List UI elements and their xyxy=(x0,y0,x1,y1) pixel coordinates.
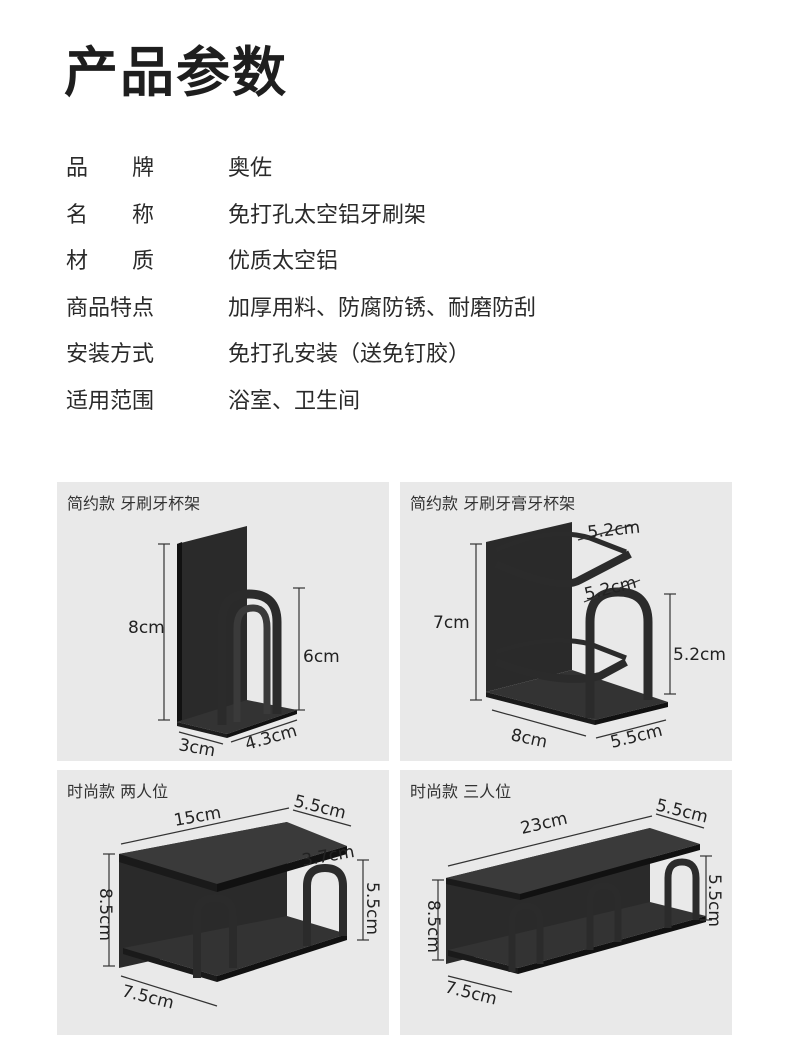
hook-right xyxy=(664,858,700,928)
panel-title: 简约款 牙刷牙杯架 xyxy=(67,494,201,513)
dim-depth: 7.5cm xyxy=(120,981,176,1013)
dim-depth: 7.5cm xyxy=(443,977,499,1009)
dim-height: 7cm xyxy=(433,613,470,633)
spec-value: 免打孔安装（送免钉胶） xyxy=(228,342,471,368)
dim-length: 15cm xyxy=(172,803,222,831)
spec-row-scope: 适用范围 浴室、卫生间 xyxy=(66,376,726,423)
dim-depth: 3cm xyxy=(177,735,217,761)
product-panel-two-person: 8.5cm 5.5cm 15cm 5.5cm 3.7cm 7.5cm 时尚款 两… xyxy=(57,770,389,1035)
hook xyxy=(585,587,653,718)
top-shelf xyxy=(119,822,347,884)
product-illustration-three-person: 8.5cm 5.5cm 23cm 5.5cm 7.5cm xyxy=(423,795,724,1009)
spec-value: 免打孔太空铝牙刷架 xyxy=(228,202,427,228)
dim-length: 23cm xyxy=(519,809,570,839)
product-panel-simple-paste: 7cm 5.2cm 8cm 5.5cm 5.2cm 5.2cm 简约款 牙刷牙膏… xyxy=(400,482,732,761)
spec-row-install: 安装方式 免打孔安装（送免钉胶） xyxy=(66,329,726,376)
dim-top-width: 5.5cm xyxy=(654,795,710,827)
spec-label: 品 牌 xyxy=(66,156,155,182)
spec-row-material: 材 质 优质太空铝 xyxy=(66,236,726,283)
panel-title: 简约款 牙刷牙膏牙杯架 xyxy=(410,494,576,513)
hook-middle xyxy=(586,882,622,950)
dim-top-width: 5.2cm xyxy=(586,518,641,543)
spec-row-features: 商品特点 加厚用料、防腐防锈、耐磨防刮 xyxy=(66,283,726,330)
dim-height: 8.5cm xyxy=(423,900,443,953)
spec-label: 适用范围 xyxy=(66,388,155,414)
dim-hook-height: 5.5cm xyxy=(362,882,382,935)
spec-value: 奥佐 xyxy=(228,156,273,182)
dim-hook-height: 5.2cm xyxy=(673,645,726,665)
top-holder xyxy=(494,550,632,588)
spec-label: 安装方式 xyxy=(66,342,155,368)
dim-top-width: 5.5cm xyxy=(292,791,348,823)
spec-value: 优质太空铝 xyxy=(228,249,339,275)
dim-height: 8cm xyxy=(128,618,165,638)
spec-value: 浴室、卫生间 xyxy=(228,388,361,414)
panel-title: 时尚款 两人位 xyxy=(67,782,169,801)
product-illustration-two-person: 8.5cm 5.5cm 15cm 5.5cm 3.7cm 7.5cm xyxy=(95,791,382,1013)
base-plate xyxy=(486,670,668,720)
hook-left xyxy=(193,893,237,978)
spec-label: 商品特点 xyxy=(66,295,155,321)
dim-hook-height: 6cm xyxy=(303,647,340,667)
spec-row-brand: 品 牌 奥佐 xyxy=(66,143,726,190)
product-panel-three-person: 8.5cm 5.5cm 23cm 5.5cm 7.5cm 时尚款 三人位 xyxy=(400,770,732,1035)
hook-right xyxy=(303,863,347,946)
spec-label: 名 称 xyxy=(66,202,155,228)
page-title: 产品参数 xyxy=(64,41,288,104)
dim-depth: 8cm xyxy=(509,725,549,752)
hook xyxy=(217,589,282,725)
dim-height: 8.5cm xyxy=(95,888,115,941)
dim-width: 5.5cm xyxy=(608,721,664,753)
panel-title: 时尚款 三人位 xyxy=(410,782,512,801)
spec-table: 品 牌 奥佐 名 称 免打孔太空铝牙刷架 材 质 优质太空铝 商品特点 加厚用料… xyxy=(66,143,726,422)
product-illustration-simple-cup: 8cm 6cm 3cm 4.3cm xyxy=(128,526,340,761)
spec-row-name: 名 称 免打孔太空铝牙刷架 xyxy=(66,190,726,237)
hook-left xyxy=(508,902,544,972)
spec-label: 材 质 xyxy=(66,249,155,275)
spec-value: 加厚用料、防腐防锈、耐磨防刮 xyxy=(228,295,537,321)
product-panel-simple-cup: 8cm 6cm 3cm 4.3cm 简约款 牙刷牙杯架 xyxy=(57,482,389,761)
product-illustration-simple-paste: 7cm 5.2cm 8cm 5.5cm 5.2cm 5.2cm xyxy=(433,518,726,753)
top-shelf xyxy=(446,828,700,894)
dim-hook-height: 5.5cm xyxy=(704,874,724,927)
back-plate xyxy=(177,526,247,722)
